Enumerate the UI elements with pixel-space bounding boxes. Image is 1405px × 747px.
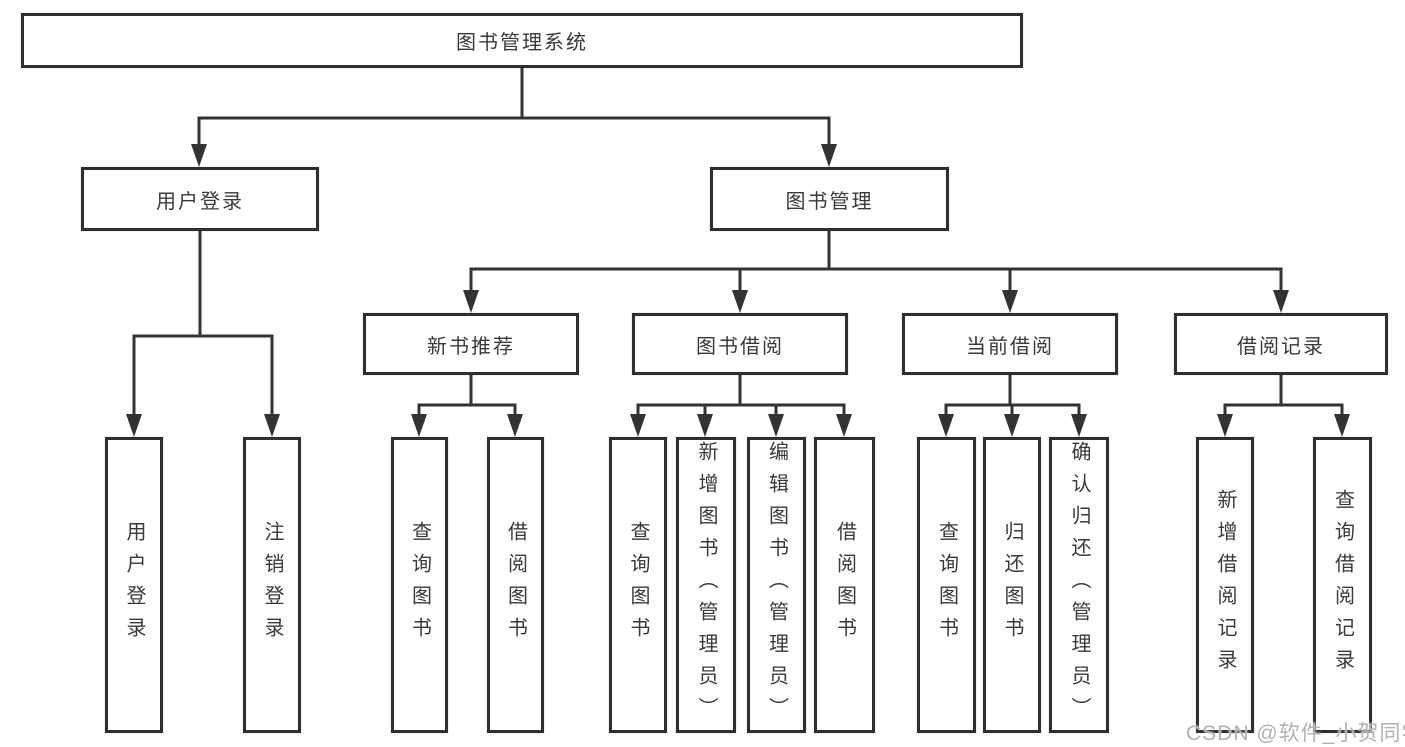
node-new-book-recommend-label: 新书推荐 bbox=[427, 335, 515, 358]
node-root-label: 图书管理系统 bbox=[456, 32, 588, 54]
leaf-edit-book-admin-label: 编辑图书（管理员） bbox=[765, 441, 788, 729]
leaf-add-book-admin: 新增图书（管理员） bbox=[676, 437, 736, 733]
leaf-borrow-query-books-label: 查询图书 bbox=[627, 521, 649, 649]
leaf-current-query-books: 查询图书 bbox=[917, 437, 976, 733]
leaf-query-borrow-record: 查询借阅记录 bbox=[1313, 437, 1372, 733]
leaf-user-login-label: 用户登录 bbox=[123, 521, 145, 649]
node-user-login: 用户登录 bbox=[81, 167, 319, 231]
node-book-management: 图书管理 bbox=[710, 167, 949, 231]
node-book-management-label: 图书管理 bbox=[785, 190, 874, 213]
leaf-logout-label: 注销登录 bbox=[261, 521, 283, 649]
leaf-add-borrow-record-label: 新增借阅记录 bbox=[1214, 489, 1236, 681]
leaf-newbook-query-books-label: 查询图书 bbox=[408, 521, 431, 649]
leaf-edit-book-admin: 编辑图书（管理员） bbox=[747, 437, 806, 733]
leaf-user-login: 用户登录 bbox=[105, 437, 163, 733]
node-root: 图书管理系统 bbox=[21, 13, 1023, 68]
leaf-confirm-return-admin: 确认归还（管理员） bbox=[1049, 437, 1109, 733]
node-book-borrow-label: 图书借阅 bbox=[696, 335, 784, 358]
leaf-newbook-borrow-books-label: 借阅图书 bbox=[504, 521, 527, 649]
leaf-borrow-query-books: 查询图书 bbox=[609, 437, 667, 733]
node-user-login-label: 用户登录 bbox=[156, 190, 244, 213]
node-book-borrow: 图书借阅 bbox=[632, 313, 848, 375]
node-new-book-recommend: 新书推荐 bbox=[363, 313, 579, 375]
leaf-borrow-borrow-books-label: 借阅图书 bbox=[833, 521, 856, 649]
leaf-add-book-admin-label: 新增图书（管理员） bbox=[695, 441, 717, 729]
leaf-current-query-books-label: 查询图书 bbox=[935, 521, 958, 649]
leaf-newbook-query-books: 查询图书 bbox=[391, 437, 448, 733]
node-borrow-records: 借阅记录 bbox=[1174, 313, 1388, 375]
leaf-newbook-borrow-books: 借阅图书 bbox=[487, 437, 544, 733]
watermark: CSDN @软件_小贺同学 bbox=[1186, 722, 1405, 745]
leaf-confirm-return-admin-label: 确认归还（管理员） bbox=[1068, 441, 1090, 729]
node-current-borrow: 当前借阅 bbox=[902, 313, 1118, 375]
leaf-return-books: 归还图书 bbox=[983, 437, 1041, 733]
node-borrow-records-label: 借阅记录 bbox=[1237, 335, 1325, 358]
leaf-return-books-label: 归还图书 bbox=[1001, 521, 1023, 649]
leaf-query-borrow-record-label: 查询借阅记录 bbox=[1331, 489, 1354, 681]
leaf-logout: 注销登录 bbox=[243, 437, 301, 733]
node-current-borrow-label: 当前借阅 bbox=[966, 335, 1054, 358]
leaf-borrow-borrow-books: 借阅图书 bbox=[814, 437, 875, 733]
leaf-add-borrow-record: 新增借阅记录 bbox=[1196, 437, 1254, 733]
